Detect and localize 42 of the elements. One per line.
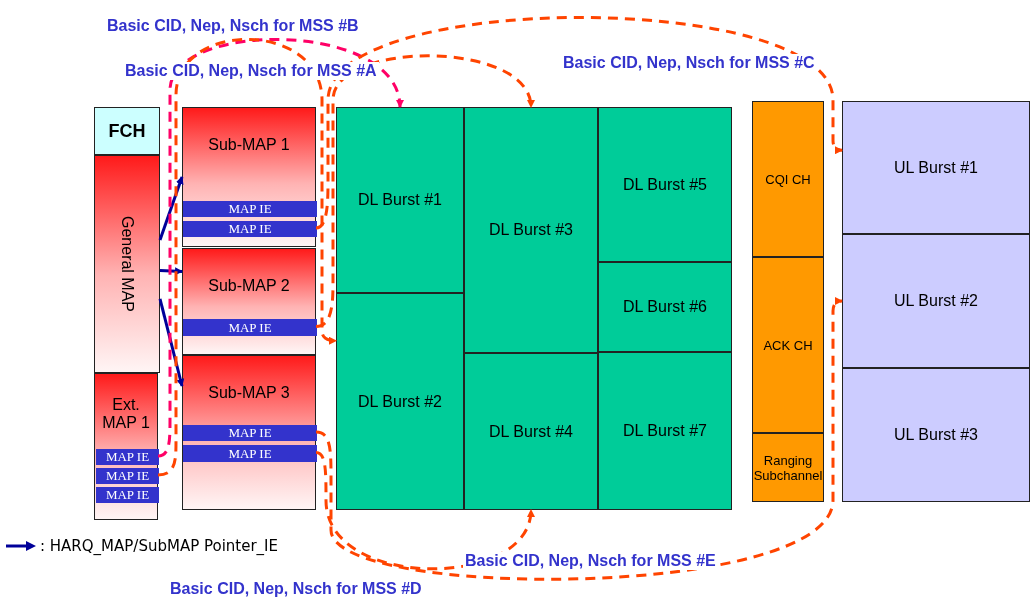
map-ie-bar: MAP IE <box>96 449 159 465</box>
map-box: General MAP <box>94 155 160 373</box>
arrow <box>158 176 184 241</box>
map-box: Sub-MAP 2 MAP IE <box>182 248 316 355</box>
arrow <box>157 38 403 458</box>
map-box: Sub-MAP 1 MAP IE MAP IE <box>182 107 316 247</box>
burst-box: DL Burst #2 <box>336 293 464 510</box>
burst-box: DL Burst #1 <box>336 107 464 293</box>
map-ie-bar: MAP IE <box>183 319 317 336</box>
edge-label: Basic CID, Nep, Nsch for MSS #E <box>463 552 718 570</box>
arrow <box>159 267 183 276</box>
legend-text: : HARQ_MAP/SubMAP Pointer_IE <box>40 537 278 555</box>
map-box: Ext. MAP 1 MAP IE MAP IE MAP IE <box>94 373 158 520</box>
arrow <box>158 298 185 387</box>
channel-box: ACK CH <box>752 257 824 433</box>
map-ie-bar: MAP IE <box>96 487 159 503</box>
map-box: Sub-MAP 3 MAP IE MAP IE <box>182 355 316 510</box>
burst-box: DL Burst #5 <box>598 107 732 262</box>
arrow <box>315 451 534 571</box>
arrow <box>315 297 843 581</box>
arrow <box>315 16 843 230</box>
channel-box: Ranging Subchannel <box>752 433 824 502</box>
burst-box: DL Burst #7 <box>598 352 732 510</box>
burst-box: DL Burst #3 <box>464 107 598 353</box>
map-ie-bar: MAP IE <box>183 221 317 237</box>
map-ie-bar: MAP IE <box>183 201 317 217</box>
map-ie-bar: MAP IE <box>183 425 317 441</box>
edge-label: Basic CID, Nep, Nsch for MSS #C <box>561 54 817 72</box>
burst-box: UL Burst #3 <box>842 368 1030 502</box>
channel-box: CQI CH <box>752 101 824 257</box>
edge-label: Basic CID, Nep, Nsch for MSS #A <box>123 62 379 80</box>
burst-box: UL Burst #2 <box>842 234 1030 368</box>
burst-box: DL Burst #6 <box>598 262 732 352</box>
map-ie-bar: MAP IE <box>183 445 317 462</box>
header-box: FCH <box>94 107 160 155</box>
edge-label: Basic CID, Nep, Nsch for MSS #D <box>168 580 424 598</box>
edge-label: Basic CID, Nep, Nsch for MSS #B <box>105 17 361 35</box>
burst-box: UL Burst #1 <box>842 101 1030 234</box>
arrow <box>315 54 534 328</box>
arrow <box>157 38 337 477</box>
map-ie-bar: MAP IE <box>96 468 159 484</box>
burst-box: DL Burst #4 <box>464 353 598 510</box>
